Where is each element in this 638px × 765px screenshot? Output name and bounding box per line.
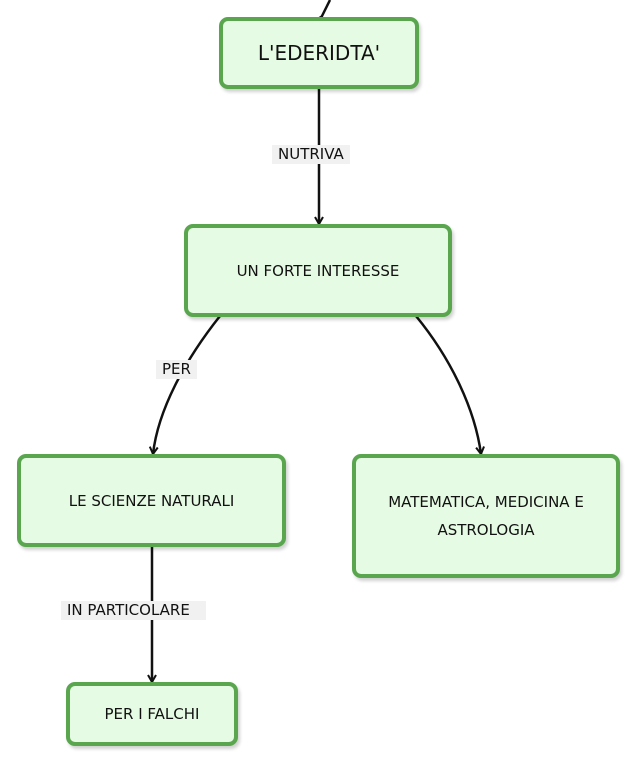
node-sciences[interactable]: LE SCIENZE NATURALI — [17, 454, 286, 547]
node-root[interactable]: L'EDERIDTA' — [219, 17, 419, 89]
edge-label-per: PER — [156, 360, 197, 379]
node-sciences-label: LE SCIENZE NATURALI — [68, 491, 235, 510]
edge-label-in-particolare: IN PARTICOLARE — [61, 601, 206, 620]
arrow-interest-to-sciences — [153, 315, 221, 454]
node-math[interactable]: MATEMATICA, MEDICINA E ASTROLOGIA — [352, 454, 620, 578]
edge-label-nutriva: NUTRIVA — [272, 145, 350, 164]
node-root-label: L'EDERIDTA' — [257, 41, 381, 65]
arrow-interest-to-math — [415, 315, 481, 454]
node-falcons-label: PER I FALCHI — [104, 705, 200, 723]
node-interest[interactable]: UN FORTE INTERESSE — [184, 224, 452, 317]
incoming-arrow — [322, 0, 332, 16]
node-interest-label: UN FORTE INTERESSE — [236, 261, 400, 280]
node-math-label: MATEMATICA, MEDICINA E ASTROLOGIA — [388, 493, 584, 539]
node-falcons[interactable]: PER I FALCHI — [66, 682, 238, 746]
